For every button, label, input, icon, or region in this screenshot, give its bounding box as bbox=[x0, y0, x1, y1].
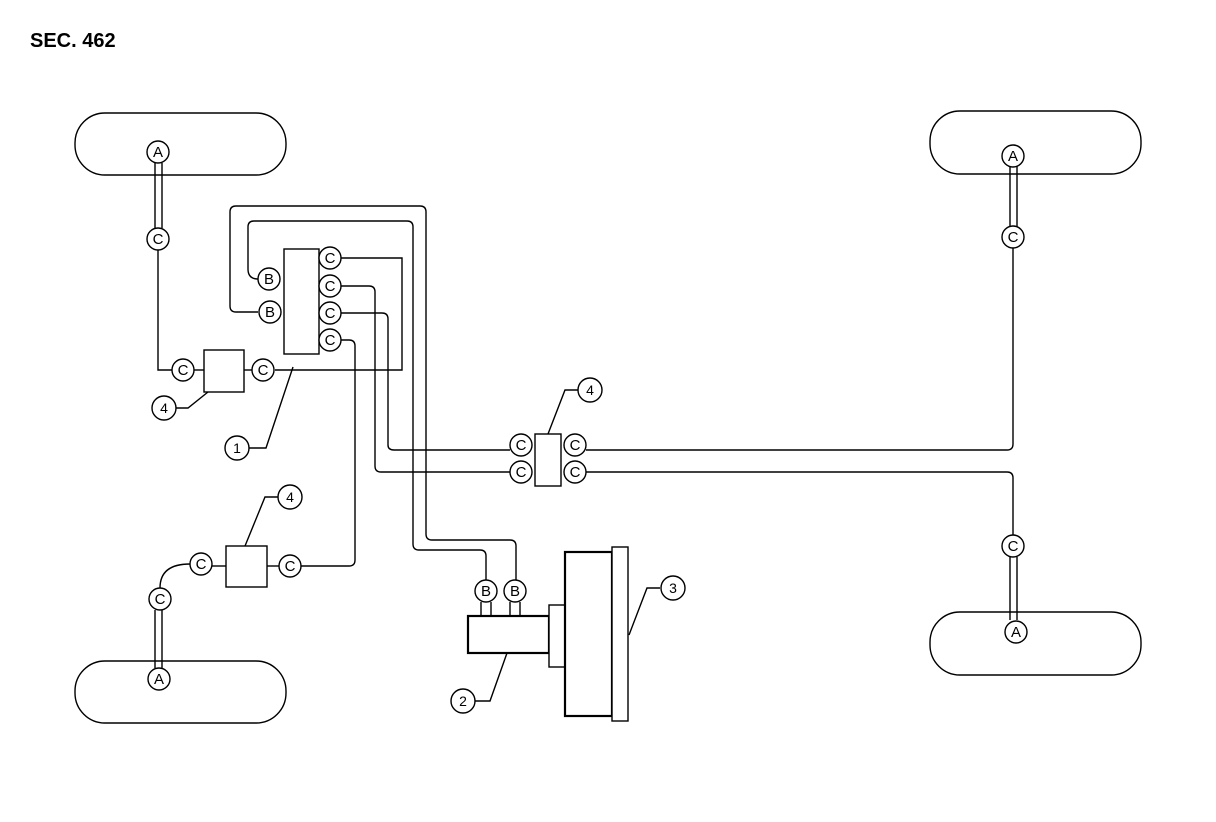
connector-a-text: A bbox=[1008, 148, 1018, 165]
section-title: SEC. 462 bbox=[30, 30, 116, 52]
connector-a: A bbox=[1001, 144, 1025, 168]
connector-c: C bbox=[1001, 225, 1025, 249]
valve-rear-left bbox=[225, 545, 268, 588]
callout-markers: 1 2 3 4 4 4 bbox=[151, 377, 686, 714]
connector-b: B bbox=[503, 579, 527, 603]
connector-c: C bbox=[563, 433, 587, 457]
connector-c: C bbox=[318, 328, 342, 352]
actuator-unit bbox=[283, 248, 320, 355]
connector-b: B bbox=[258, 300, 282, 324]
connector-c: C bbox=[509, 433, 533, 457]
connector-a: A bbox=[146, 140, 170, 164]
callout-4-text: 4 bbox=[160, 400, 168, 416]
callout-4-text: 4 bbox=[586, 382, 594, 398]
connector-c: C bbox=[318, 246, 342, 270]
connector-c: C bbox=[318, 274, 342, 298]
connector-c-text: C bbox=[285, 558, 296, 575]
callout-1-text: 1 bbox=[233, 440, 241, 456]
wheel-front-right bbox=[929, 110, 1142, 175]
callout-2: 2 bbox=[450, 688, 476, 714]
connector-c-text: C bbox=[178, 362, 189, 379]
connector-c-text: C bbox=[153, 231, 164, 248]
callout-4: 4 bbox=[577, 377, 603, 403]
connector-c: C bbox=[189, 552, 213, 576]
connector-c-text: C bbox=[325, 278, 336, 295]
connector-b-text: B bbox=[265, 304, 275, 321]
wheel-rear-left bbox=[74, 660, 287, 724]
connector-b: B bbox=[474, 579, 498, 603]
connector-c-text: C bbox=[196, 556, 207, 573]
valve-front-left bbox=[203, 349, 245, 393]
connector-c-text: C bbox=[570, 437, 581, 454]
connector-c: C bbox=[251, 358, 275, 382]
connector-b-text: B bbox=[510, 583, 520, 600]
connector-c: C bbox=[171, 358, 195, 382]
wheel-rear-right bbox=[929, 611, 1142, 676]
connector-c: C bbox=[148, 587, 172, 611]
connector-c: C bbox=[146, 227, 170, 251]
connector-c-text: C bbox=[155, 591, 166, 608]
connector-c-text: C bbox=[325, 305, 336, 322]
connector-c-text: C bbox=[516, 437, 527, 454]
brake-booster bbox=[563, 546, 629, 722]
connector-a: A bbox=[147, 667, 171, 691]
connector-c: C bbox=[509, 460, 533, 484]
connector-c: C bbox=[278, 554, 302, 578]
callout-2-text: 2 bbox=[459, 693, 467, 709]
connector-c: C bbox=[1001, 534, 1025, 558]
connector-c: C bbox=[563, 460, 587, 484]
callout-1: 1 bbox=[224, 435, 250, 461]
connector-c-text: C bbox=[325, 250, 336, 267]
connector-c-text: C bbox=[1008, 538, 1019, 555]
connector-b-text: B bbox=[481, 583, 491, 600]
callout-4-text: 4 bbox=[286, 489, 294, 505]
callout-3: 3 bbox=[660, 575, 686, 601]
brake-tubes bbox=[154, 163, 1018, 668]
master-cylinder bbox=[466, 604, 566, 668]
connector-c-text: C bbox=[258, 362, 269, 379]
connector-b-text: B bbox=[264, 271, 274, 288]
callout-3-text: 3 bbox=[669, 580, 677, 596]
connector-a: A bbox=[1004, 620, 1028, 644]
valve-right bbox=[534, 433, 562, 487]
connector-a-text: A bbox=[1011, 624, 1021, 641]
connector-b: B bbox=[257, 267, 281, 291]
connector-c: C bbox=[318, 301, 342, 325]
callout-4: 4 bbox=[151, 395, 177, 421]
connector-a-text: A bbox=[154, 671, 164, 688]
connector-c-text: C bbox=[325, 332, 336, 349]
connector-c-text: C bbox=[516, 464, 527, 481]
connector-c-text: C bbox=[1008, 229, 1019, 246]
wheel-front-left bbox=[74, 112, 287, 176]
callout-leaders bbox=[176, 366, 660, 702]
callout-4: 4 bbox=[277, 484, 303, 510]
connector-a-text: A bbox=[153, 144, 163, 161]
connector-c-text: C bbox=[570, 464, 581, 481]
